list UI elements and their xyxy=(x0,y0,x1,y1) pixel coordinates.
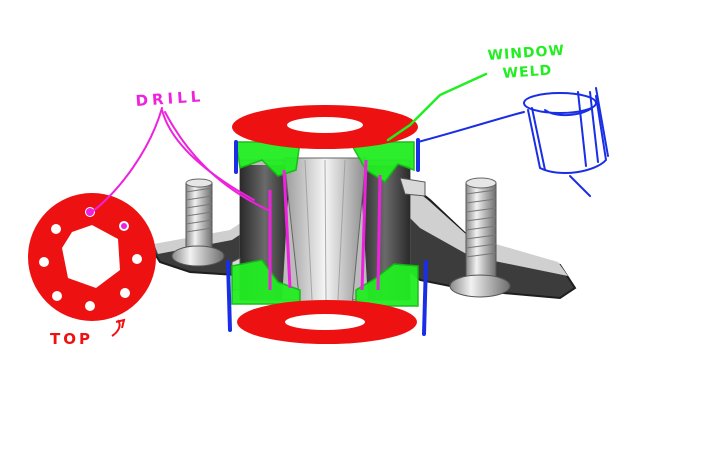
window-weld-pointer xyxy=(386,72,488,142)
bushing-mount xyxy=(148,157,577,306)
drill-hole xyxy=(120,288,130,298)
weld-label: WELD xyxy=(502,63,553,82)
top-view-washer xyxy=(28,193,156,321)
drill-pointer-lines xyxy=(91,107,269,213)
right-stud xyxy=(449,177,511,298)
window-label: WINDOW xyxy=(487,43,565,64)
top-washer xyxy=(232,105,418,149)
drill-hole xyxy=(39,257,49,267)
drill-hole xyxy=(51,224,61,234)
top-arrow-mark xyxy=(111,318,126,337)
top-label: TOP xyxy=(50,330,93,348)
drill-hole xyxy=(132,254,142,264)
bottom-washer xyxy=(237,300,417,344)
sleeve-sketch xyxy=(417,87,609,197)
drill-hole xyxy=(85,301,95,311)
left-stud xyxy=(171,178,225,267)
drill-label: DRILL xyxy=(135,87,205,110)
blue-edge-marks xyxy=(226,138,428,336)
drill-hole xyxy=(52,291,62,301)
window-weld-sealant xyxy=(231,141,419,307)
drill-lines-inner xyxy=(268,159,382,291)
